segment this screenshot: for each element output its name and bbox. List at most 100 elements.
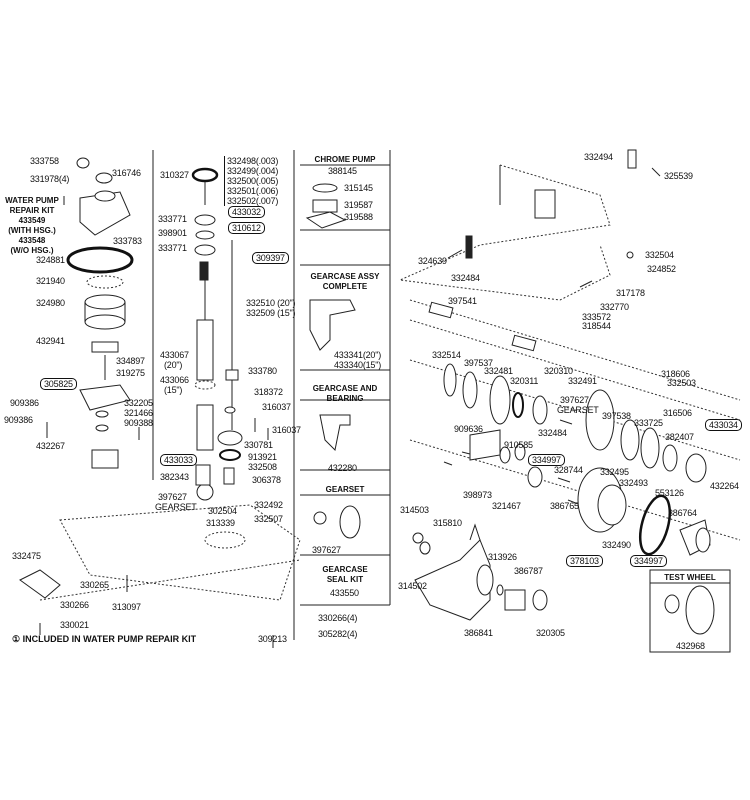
- part-label: 316746: [112, 168, 141, 178]
- part-label: 315810: [433, 518, 462, 528]
- panel-title-line: SEAL KIT: [326, 575, 364, 584]
- shim-item: 332499(.004): [227, 166, 279, 176]
- part-label: 330021: [60, 620, 89, 630]
- part-label: 909386: [10, 398, 39, 408]
- part-label: 332205: [124, 398, 153, 408]
- part-label: 321467: [492, 501, 521, 511]
- panel-gearcase-assy-number: 433341(20"): [334, 350, 382, 360]
- part-label: 432264: [710, 481, 739, 491]
- wrench-label: 433033: [160, 454, 197, 466]
- part-label: 333572: [582, 312, 611, 322]
- gearset-label: GEARSET: [557, 405, 599, 415]
- part-label: 332503: [667, 378, 696, 388]
- wrench-label: 310612: [228, 222, 265, 234]
- footnote-text: INCLUDED IN WATER PUMP REPAIR KIT: [22, 634, 197, 644]
- part-label: 332770: [600, 302, 629, 312]
- part-label: 328744: [554, 465, 583, 475]
- part-label: 325539: [664, 171, 693, 181]
- part-label: 382407: [665, 432, 694, 442]
- gearset-label: GEARSET: [155, 502, 197, 512]
- panel-seal-kit-number: 433550: [330, 588, 359, 598]
- part-label: 432267: [36, 441, 65, 451]
- propshaft-drawing: [409, 299, 741, 421]
- part-label: 332492: [254, 500, 283, 510]
- shim-item: 332501(.006): [227, 186, 279, 196]
- panel-test-wheel-title: TEST WHEEL: [664, 573, 716, 582]
- driveshaft-drawing: [191, 167, 274, 648]
- panel-title-line: GEARCASE ASSY: [310, 272, 380, 281]
- part-label: 910585: [504, 440, 533, 450]
- part-label: 332490: [602, 540, 631, 550]
- part-label: 333758: [30, 156, 59, 166]
- shim-item: 332498(.003): [227, 156, 279, 166]
- part-label: 324852: [647, 264, 676, 274]
- part-label: 320310: [544, 366, 573, 376]
- part-label: 332484: [538, 428, 567, 438]
- water-pump-kit-number: 433548: [18, 236, 46, 245]
- water-pump-kit-note: (WITH HSG.): [8, 226, 56, 235]
- part-label: 332507: [254, 514, 283, 524]
- part-label: 330265: [80, 580, 109, 590]
- part-label: 313339: [206, 518, 235, 528]
- driveshaft-label: 332509 (15"): [246, 308, 296, 318]
- wrench-label: 334997: [630, 555, 667, 567]
- part-label: 333783: [113, 236, 142, 246]
- part-label: 319588: [344, 212, 373, 222]
- shim-list: 332498(.003) 332499(.004) 332500(.005) 3…: [224, 156, 278, 206]
- part-label: 330781: [244, 440, 273, 450]
- part-label: 321940: [36, 276, 65, 286]
- panel-title-line: GEARCASE AND: [312, 384, 378, 393]
- part-label: 318606: [661, 369, 690, 379]
- part-label: 386841: [464, 628, 493, 638]
- footnote: ① INCLUDED IN WATER PUMP REPAIR KIT: [12, 634, 196, 645]
- part-label: 302504: [208, 506, 237, 516]
- part-label: 331978(4): [30, 174, 70, 184]
- test-wheel-drawing: [649, 569, 731, 653]
- part-label: 319587: [344, 200, 373, 210]
- part-label: 314503: [400, 505, 429, 515]
- part-label: 318544: [582, 321, 611, 331]
- panel-gearcase-assy-number: 433340(15"): [334, 360, 382, 370]
- panel-frames: [300, 150, 391, 606]
- part-label: 316037: [262, 402, 291, 412]
- water-pump-kit-title: REPAIR KIT: [9, 206, 55, 215]
- part-label: 397537: [464, 358, 493, 368]
- panel-chrome-pump-title: CHROME PUMP: [314, 155, 376, 164]
- part-label: 317178: [616, 288, 645, 298]
- part-label: 386787: [514, 566, 543, 576]
- wrench-label: 433034: [705, 419, 742, 431]
- wrench-label: 433032: [228, 206, 265, 218]
- part-label: 332493: [619, 478, 648, 488]
- part-label: 397541: [448, 296, 477, 306]
- part-label: 310327: [160, 170, 189, 180]
- part-label: 324881: [36, 255, 65, 265]
- housing-label: 433067: [160, 350, 189, 360]
- part-label: 398901: [158, 228, 187, 238]
- part-label: 553126: [655, 488, 684, 498]
- part-label: 333771: [158, 243, 187, 253]
- part-label: 432941: [36, 336, 65, 346]
- part-label: 318372: [254, 387, 283, 397]
- part-label: 333725: [634, 418, 663, 428]
- housing-label: (15"): [164, 385, 183, 395]
- gearcase-lower-drawing: [19, 504, 301, 635]
- part-label: 909386: [4, 415, 33, 425]
- part-label: 309213: [258, 634, 287, 644]
- water-pump-kit-note: (W/O HSG.): [10, 246, 54, 255]
- water-pump-kit-title: WATER PUMP: [5, 196, 59, 205]
- panel-seal-kit-title: GEARCASE SEAL KIT: [300, 565, 390, 585]
- part-label: 305282(4): [318, 629, 358, 639]
- panel-gearset-title: GEARSET: [325, 485, 365, 494]
- panel-test-wheel-number: 432968: [676, 641, 705, 651]
- part-label: 324980: [36, 298, 65, 308]
- driveshaft-label: 332510 (20"): [246, 298, 296, 308]
- part-label: 316506: [663, 408, 692, 418]
- panel-gearcase-bearing-title: GEARCASE AND BEARING: [300, 384, 390, 404]
- part-label: 313926: [488, 552, 517, 562]
- part-label: 332484: [451, 273, 480, 283]
- footnote-marker: ①: [12, 634, 21, 644]
- part-label: 320305: [536, 628, 565, 638]
- part-label: 314502: [398, 581, 427, 591]
- part-label: 332494: [584, 152, 613, 162]
